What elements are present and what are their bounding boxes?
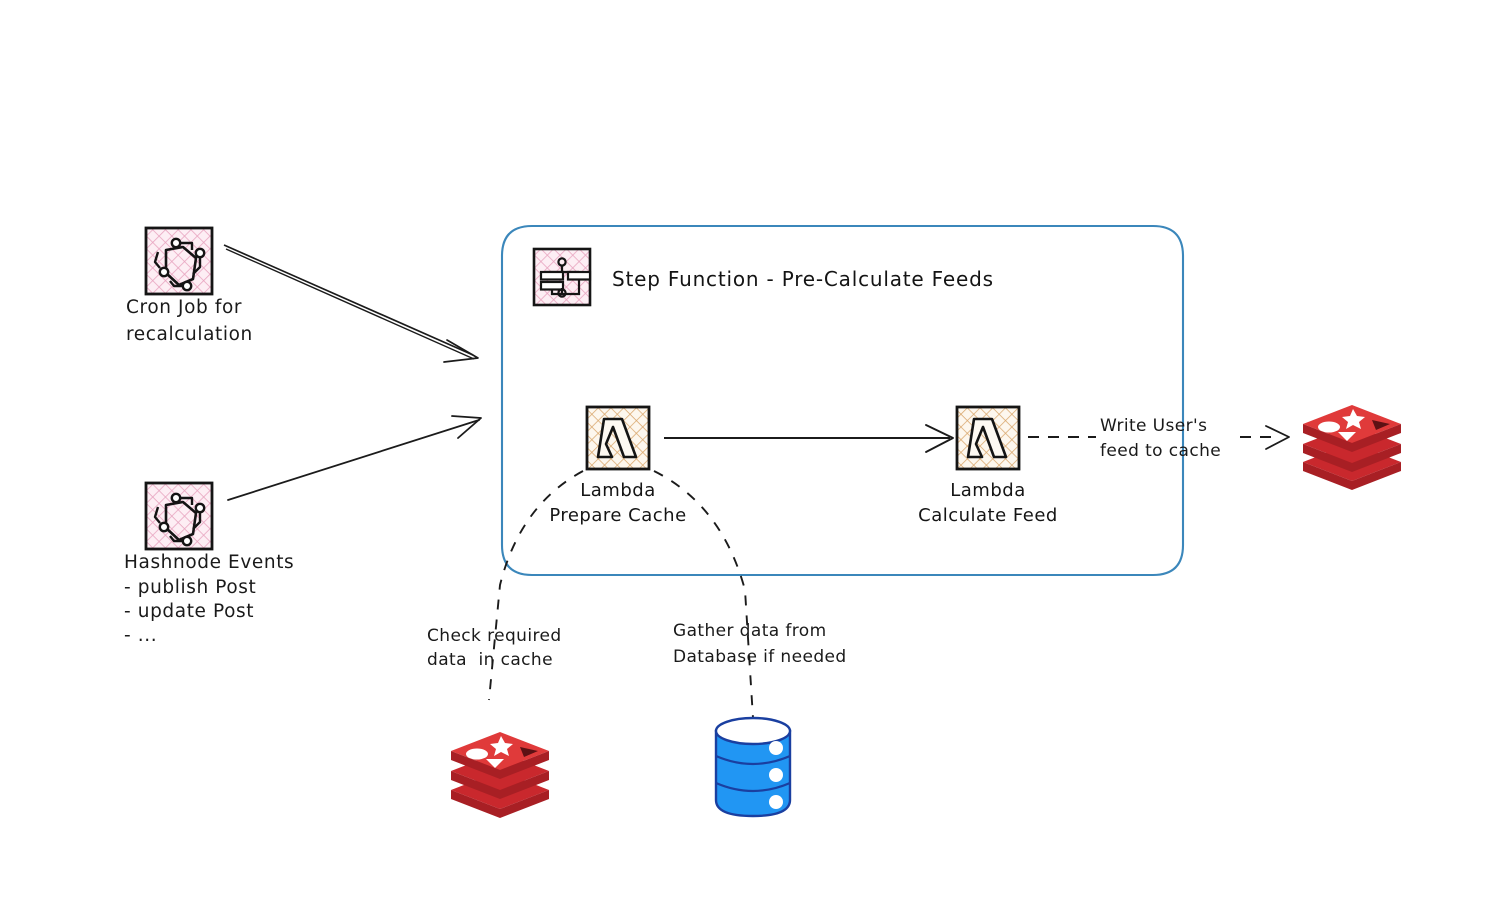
write-cache-label-line-1: Write User's	[1100, 416, 1207, 436]
lambda-icon	[585, 405, 651, 471]
redis-icon	[1303, 405, 1401, 490]
container-title: Step Function - Pre-Calculate Feeds	[612, 267, 994, 291]
edge-hashnode-to-container	[227, 415, 482, 501]
gather-db-label-line-2: Database if needed	[673, 647, 847, 667]
lambda-calculate-label-line-2: Calculate Feed	[918, 505, 1058, 526]
edge-gather-db: Gather data from Database if needed	[653, 470, 847, 719]
cron-label-line-2: recalculation	[126, 324, 253, 345]
write-cache-label-line-2: feed to cache	[1100, 441, 1221, 461]
step-function-icon	[532, 247, 592, 307]
eventbridge-icon	[144, 226, 214, 296]
gather-db-label-line-1: Gather data from	[673, 621, 827, 641]
lambda-calculate-label-line-1: Lambda	[950, 480, 1025, 501]
lambda-icon	[955, 405, 1021, 471]
hashnode-label-line-1: Hashnode Events	[124, 552, 294, 573]
redis-cache-right	[1303, 405, 1401, 490]
check-cache-label-line-2: data in cache	[427, 650, 553, 670]
hashnode-label-line-4: - ...	[124, 625, 157, 646]
cron-label-line-1: Cron Job for	[126, 297, 242, 318]
lambda-prepare-cache-node: Lambda Prepare Cache	[549, 405, 686, 526]
database-node	[714, 716, 792, 818]
eventbridge-icon	[144, 481, 214, 551]
edge-write-to-cache: Write User's feed to cache	[1028, 416, 1290, 461]
edge-cron-to-container	[223, 244, 479, 363]
edge-lambda-to-lambda	[664, 424, 954, 453]
step-function-container	[500, 224, 1185, 577]
redis-icon	[451, 732, 549, 818]
hashnode-events-node: Hashnode Events - publish Post - update …	[124, 481, 294, 646]
redis-cache-bottom	[451, 732, 549, 818]
edge-check-cache: Check required data in cache	[427, 470, 584, 701]
hashnode-label-line-3: - update Post	[124, 601, 254, 622]
hashnode-label-line-2: - publish Post	[124, 577, 256, 598]
container-border	[500, 224, 1185, 577]
lambda-calculate-feed-node: Lambda Calculate Feed	[918, 405, 1058, 526]
check-cache-label-line-1: Check required	[427, 626, 562, 646]
lambda-prepare-label-line-2: Prepare Cache	[549, 505, 686, 526]
cron-job-node: Cron Job for recalculation	[126, 226, 253, 345]
lambda-prepare-label-line-1: Lambda	[580, 480, 655, 501]
